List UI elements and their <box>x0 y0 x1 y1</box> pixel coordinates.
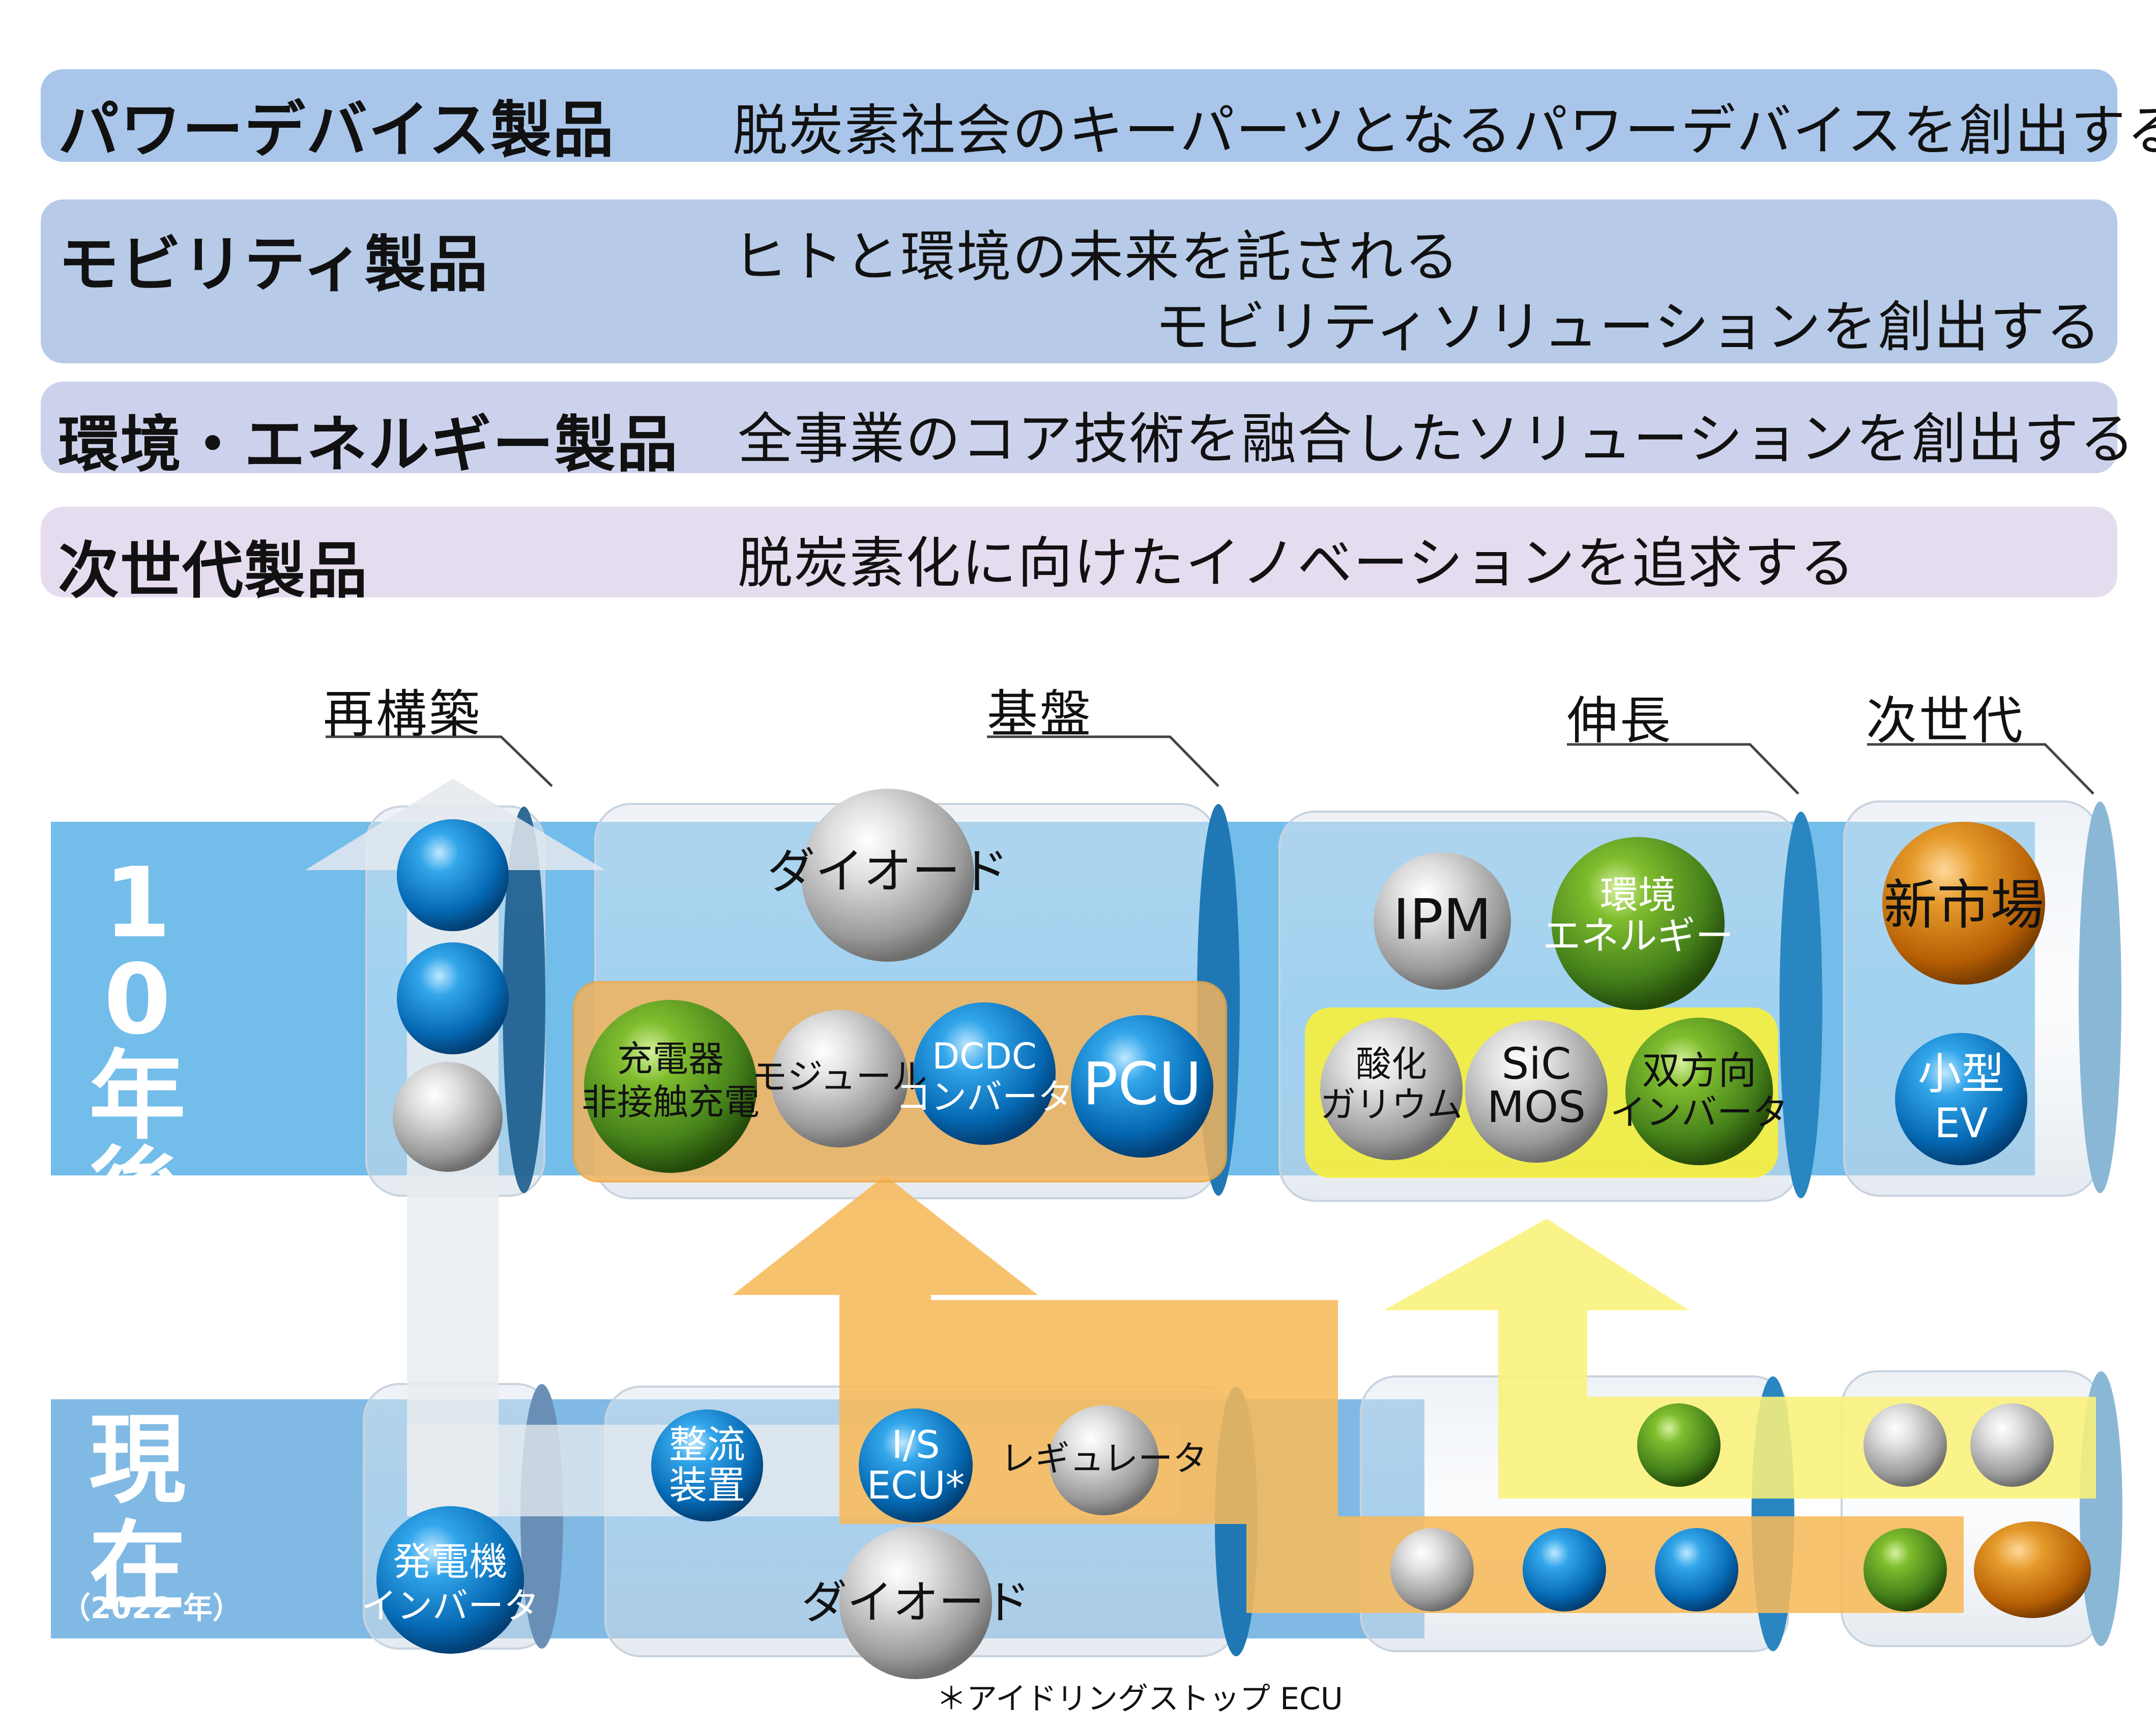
current-balls <box>376 1403 2091 1679</box>
label-small-ev-1: 小型 <box>1918 1049 2004 1100</box>
stage-growth: 伸長 <box>1567 691 1673 751</box>
label-gen-inverter-1: 発電機 <box>393 1539 507 1584</box>
band-category: 環境・エネルギー製品 <box>58 410 679 480</box>
reconstruct-ball-blue-1 <box>397 819 509 931</box>
label-dcdc-1: DCDC <box>932 1035 1037 1077</box>
label-small-ev-2: EV <box>1934 1100 1988 1147</box>
reconstruct-ball-silver <box>393 1062 503 1172</box>
label-rectifier-2: 装置 <box>669 1463 745 1508</box>
diode-ball <box>801 789 974 962</box>
label-charger-2: 非接触充電 <box>581 1081 760 1123</box>
label-gan-1: 酸化 <box>1356 1043 1427 1085</box>
growth-ball-blue-1 <box>1523 1528 1606 1611</box>
future-balls <box>393 789 2045 1173</box>
gan-ball <box>1320 1018 1463 1160</box>
band-category: 次世代製品 <box>58 536 368 607</box>
label-ipm: IPM <box>1393 887 1492 952</box>
label-is-ecu-2: ECU* <box>867 1463 965 1508</box>
band-description-line2: モビリティソリューションを創出する <box>1155 296 2102 359</box>
env-energy-ball <box>1552 837 1725 1010</box>
band-description: 脱炭素化に向けたイノベーションを追求する <box>738 532 1856 595</box>
label-bidir-1: 双方向 <box>1642 1048 1756 1093</box>
dcdc-ball <box>913 1002 1056 1145</box>
nextgen-ball-silver-2 <box>1970 1403 2054 1487</box>
label-gan-2: ガリウム <box>1320 1084 1463 1126</box>
band-next-generation: 次世代製品 脱炭素化に向けたイノベーションを追求する <box>41 507 2117 607</box>
label-module: モジュール <box>751 1056 927 1098</box>
reconstruct-ball-blue-2 <box>397 942 509 1054</box>
gen-inverter-ball <box>376 1506 524 1654</box>
band-description: 全事業のコア技術を融合したソリューションを創出する <box>738 408 2136 471</box>
stage-next-generation: 次世代 <box>1866 691 2025 751</box>
band-environment-energy: 環境・エネルギー製品 全事業のコア技術を融合したソリューションを創出する <box>41 382 2135 480</box>
label-new-market: 新市場 <box>1883 874 2044 936</box>
band-description-line1: ヒトと環境の未来を託される <box>733 225 1461 289</box>
nextgen-ball-green <box>1863 1528 1947 1611</box>
future-labels: ダイオード 充電器 非接触充電 モジュール DCDC コンバータ PCU IPM… <box>581 844 2044 1147</box>
footnote: ＊アイドリングストップ ECU <box>936 1681 1343 1717</box>
band-mobility: モビリティ製品 ヒトと環境の未来を託される モビリティソリューションを創出する <box>41 199 2117 363</box>
label-sic-1: SiC <box>1502 1039 1571 1089</box>
label-diode: ダイオード <box>767 844 1008 900</box>
band-description: 脱炭素社会のキーパーツとなるパワーデバイスを創出する <box>733 99 2156 163</box>
sic-ball <box>1465 1020 1608 1163</box>
current-row-label: 現在 <box>89 1404 186 1623</box>
rectifier-ball <box>651 1409 763 1521</box>
stage-leaders <box>326 735 2094 795</box>
stage-reconstruct: 再構築 <box>323 684 482 744</box>
growth-ball-silver <box>1390 1528 1474 1611</box>
future-row-label: 10年後 <box>89 847 186 1249</box>
regulator-ball <box>1049 1405 1159 1515</box>
orange-growth-arrow <box>733 1175 1964 1613</box>
ipm-ball <box>1374 852 1511 990</box>
label-regulator: レギュレータ <box>1001 1439 1208 1479</box>
label-bidir-2: インバータ <box>1610 1091 1788 1133</box>
growth-ball-green <box>1637 1403 1721 1487</box>
bidir-ball <box>1625 1018 1773 1165</box>
nextgen-ball-silver-1 <box>1863 1403 1947 1487</box>
label-rectifier-1: 整流 <box>669 1422 745 1467</box>
label-pcu: PCU <box>1083 1050 1202 1118</box>
current-row-year: （2022 年） <box>61 1591 242 1625</box>
label-env-energy-2: エネルギー <box>1542 913 1733 958</box>
label-current-diode: ダイオード <box>801 1576 1030 1629</box>
band-power-device: パワーデバイス製品 脱炭素社会のキーパーツとなるパワーデバイスを創出する <box>41 69 2156 166</box>
module-ball <box>771 1010 908 1147</box>
new-market-ball <box>1882 822 2045 985</box>
growth-ball-blue-2 <box>1655 1528 1738 1611</box>
pcu-ball <box>1071 1015 1213 1158</box>
nextgen-ball-orange <box>1974 1521 2091 1618</box>
band-category: パワーデバイス製品 <box>58 95 615 166</box>
label-env-energy-1: 環境 <box>1600 873 1676 917</box>
is-ecu-ball <box>859 1408 973 1522</box>
current-diode-ball <box>839 1527 992 1679</box>
charger-ball <box>584 1000 757 1173</box>
label-is-ecu-1: I/S <box>892 1422 940 1467</box>
current-labels: 発電機 インバータ 整流 装置 I/S ECU* レギュレータ ダイオード <box>361 1422 1207 1629</box>
label-gen-inverter-2: インバータ <box>361 1585 539 1627</box>
stage-foundation: 基盤 <box>987 684 1093 744</box>
label-dcdc-2: コンバータ <box>895 1076 1073 1118</box>
label-charger-1: 充電器 <box>617 1038 724 1080</box>
label-sic-2: MOS <box>1487 1082 1586 1133</box>
band-category: モビリティ製品 <box>58 229 489 300</box>
small-ev-ball <box>1895 1033 2027 1165</box>
